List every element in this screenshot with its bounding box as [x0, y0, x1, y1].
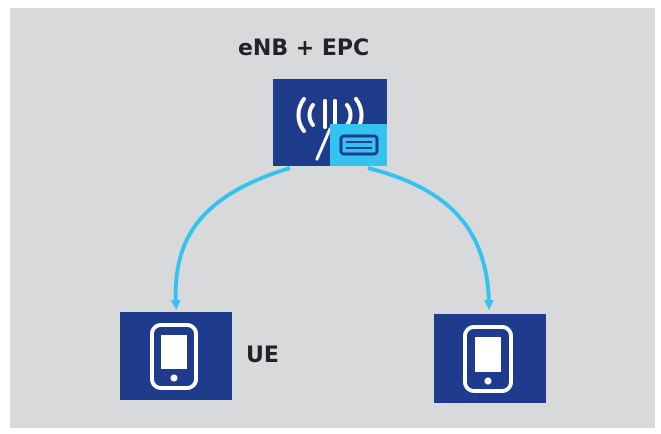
antenna-icon	[296, 97, 364, 161]
link-enb-to-ue-left	[170, 166, 291, 310]
ue-node-left	[120, 312, 232, 400]
server-icon	[330, 124, 387, 166]
enb-epc-label: eNB + EPC	[238, 36, 370, 61]
ue-label: UE	[246, 343, 279, 368]
ue-node-right	[434, 314, 546, 403]
link-enb-to-ue-right	[367, 166, 494, 310]
tablet-icon	[463, 325, 513, 393]
diagram-background	[10, 8, 655, 428]
tablet-icon	[150, 323, 198, 390]
enb-epc-node	[273, 79, 387, 166]
